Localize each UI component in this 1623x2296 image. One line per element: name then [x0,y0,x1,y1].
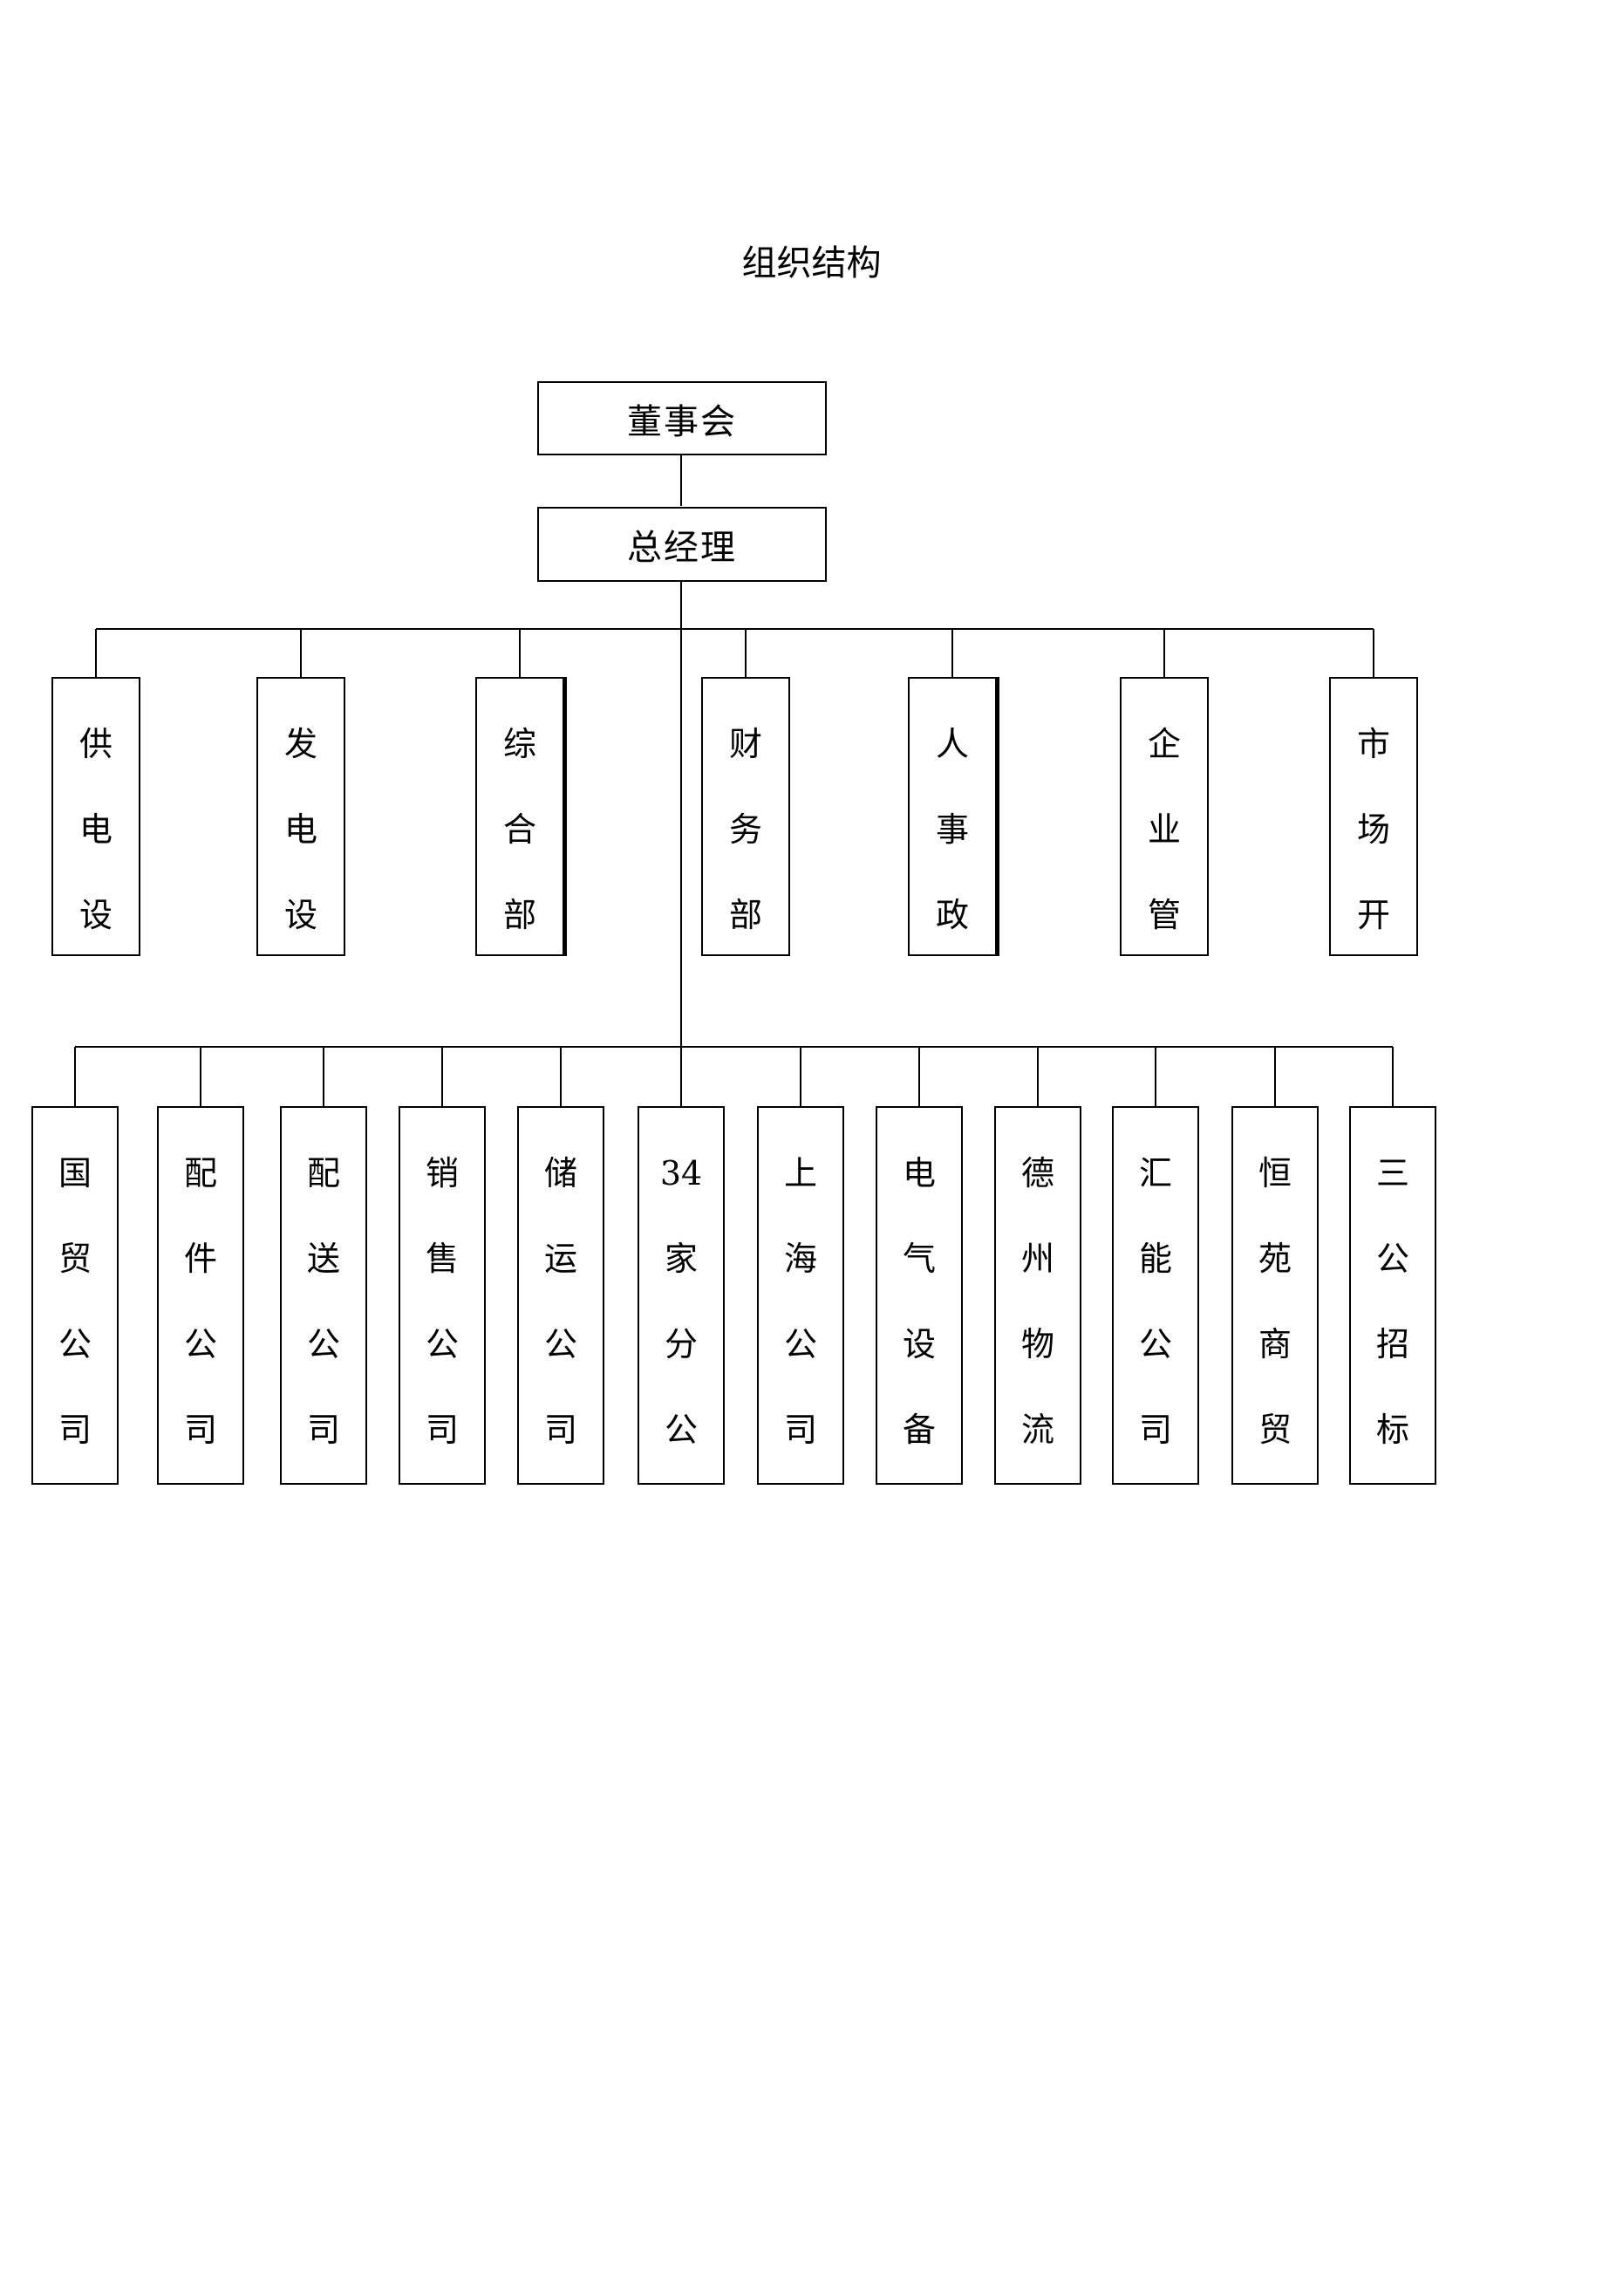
sub-char: 商 [1258,1325,1292,1363]
sub-char: 公 [425,1325,459,1363]
dept-box-general: 综 合 部 [475,677,564,956]
dept-char: 开 [1356,896,1390,934]
dept-char: 场 [1356,810,1390,849]
sub-char: 售 [425,1240,459,1278]
sub-char: 公 [183,1325,217,1363]
dept-char: 电 [283,810,317,849]
sub-char: 标 [1375,1411,1409,1449]
sub-char: 能 [1138,1240,1172,1278]
sub-char: 公 [543,1325,577,1363]
dept-char: 部 [728,896,762,934]
sub-box-2: 配 件 公 司 [157,1106,244,1485]
sub-char: 储 [543,1154,577,1192]
sub-char: 电 [902,1154,936,1192]
dept-char: 部 [502,896,536,934]
sub-char: 司 [425,1411,459,1449]
dept-box-power-supply: 供 电 设 [51,677,140,956]
sub-box-1: 国 贸 公 司 [31,1106,119,1485]
dept-box-hr: 人 事 政 [908,677,997,956]
dept-char: 业 [1147,810,1181,849]
sub-char: 运 [543,1240,577,1278]
sub-box-8: 电 气 设 备 [876,1106,963,1485]
dept-char: 设 [283,896,317,934]
sub-char: 汇 [1138,1154,1172,1192]
board-box: 董事会 [537,381,827,455]
sub-char: 司 [783,1411,817,1449]
sub-box-10: 汇 能 公 司 [1112,1106,1199,1485]
dept-box-power-generation: 发 电 设 [256,677,345,956]
dept-char: 管 [1147,896,1181,934]
sub-char: 公 [783,1325,817,1363]
sub-char: 司 [306,1411,340,1449]
sub-char: 恒 [1258,1154,1292,1192]
sub-char: 司 [183,1411,217,1449]
sub-char: 销 [425,1154,459,1192]
dept-box-market-dev: 市 场 开 [1329,677,1418,956]
sub-box-5: 储 运 公 司 [517,1106,604,1485]
dept-box-enterprise-mgmt: 企 业 管 [1120,677,1209,956]
sub-char: 司 [58,1411,92,1449]
sub-char: 苑 [1258,1240,1292,1278]
sub-box-11: 恒 苑 商 贸 [1231,1106,1319,1485]
sub-char: 备 [902,1411,936,1449]
sub-char: 配 [183,1154,217,1192]
sub-char: 流 [1020,1411,1054,1449]
dept-char: 企 [1147,725,1181,763]
dept-char: 财 [728,725,762,763]
sub-char: 分 [664,1325,698,1363]
page-title: 组织结构 [741,243,882,284]
dept-char: 综 [502,725,536,763]
sub-char: 物 [1020,1325,1054,1363]
sub-char: 国 [58,1154,92,1192]
dept-char: 市 [1356,725,1390,763]
sub-char: 招 [1375,1325,1409,1363]
sub-char: 公 [306,1325,340,1363]
sub-char: 公 [1375,1240,1409,1278]
board-label: 董事会 [627,401,737,442]
sub-char: 司 [543,1411,577,1449]
dept-char: 设 [78,896,113,934]
gm-box: 总经理 [537,507,827,582]
dept-box-finance: 财 务 部 [701,677,790,956]
sub-char: 34 [659,1154,703,1192]
sub-char: 家 [664,1240,698,1278]
sub-char: 设 [902,1325,936,1363]
sub-char: 上 [783,1154,817,1192]
dept-char: 发 [283,725,317,763]
dept-char: 政 [935,896,969,934]
sub-char: 公 [664,1411,698,1449]
gm-label: 总经理 [627,528,737,568]
sub-char: 配 [306,1154,340,1192]
sub-box-9: 德 州 物 流 [994,1106,1081,1485]
dept-char: 电 [78,810,113,849]
sub-box-12: 三 公 招 标 [1349,1106,1436,1485]
sub-char: 海 [783,1240,817,1278]
sub-char: 贸 [58,1240,92,1278]
sub-char: 司 [1138,1411,1172,1449]
dept-char: 事 [935,810,969,849]
sub-box-4: 销 售 公 司 [399,1106,486,1485]
sub-char: 送 [306,1240,340,1278]
sub-char: 公 [1138,1325,1172,1363]
sub-box-7: 上 海 公 司 [757,1106,844,1485]
sub-box-6: 34 家 分 公 [638,1106,725,1485]
sub-char: 公 [58,1325,92,1363]
sub-char: 贸 [1258,1411,1292,1449]
sub-char: 德 [1020,1154,1054,1192]
sub-char: 件 [183,1240,217,1278]
dept-char: 人 [935,725,969,763]
dept-char: 合 [502,810,536,849]
sub-char: 州 [1020,1240,1054,1278]
sub-char: 气 [902,1240,936,1278]
dept-char: 务 [728,810,762,849]
sub-box-3: 配 送 公 司 [280,1106,367,1485]
dept-char: 供 [78,725,113,763]
sub-char: 三 [1375,1154,1409,1192]
